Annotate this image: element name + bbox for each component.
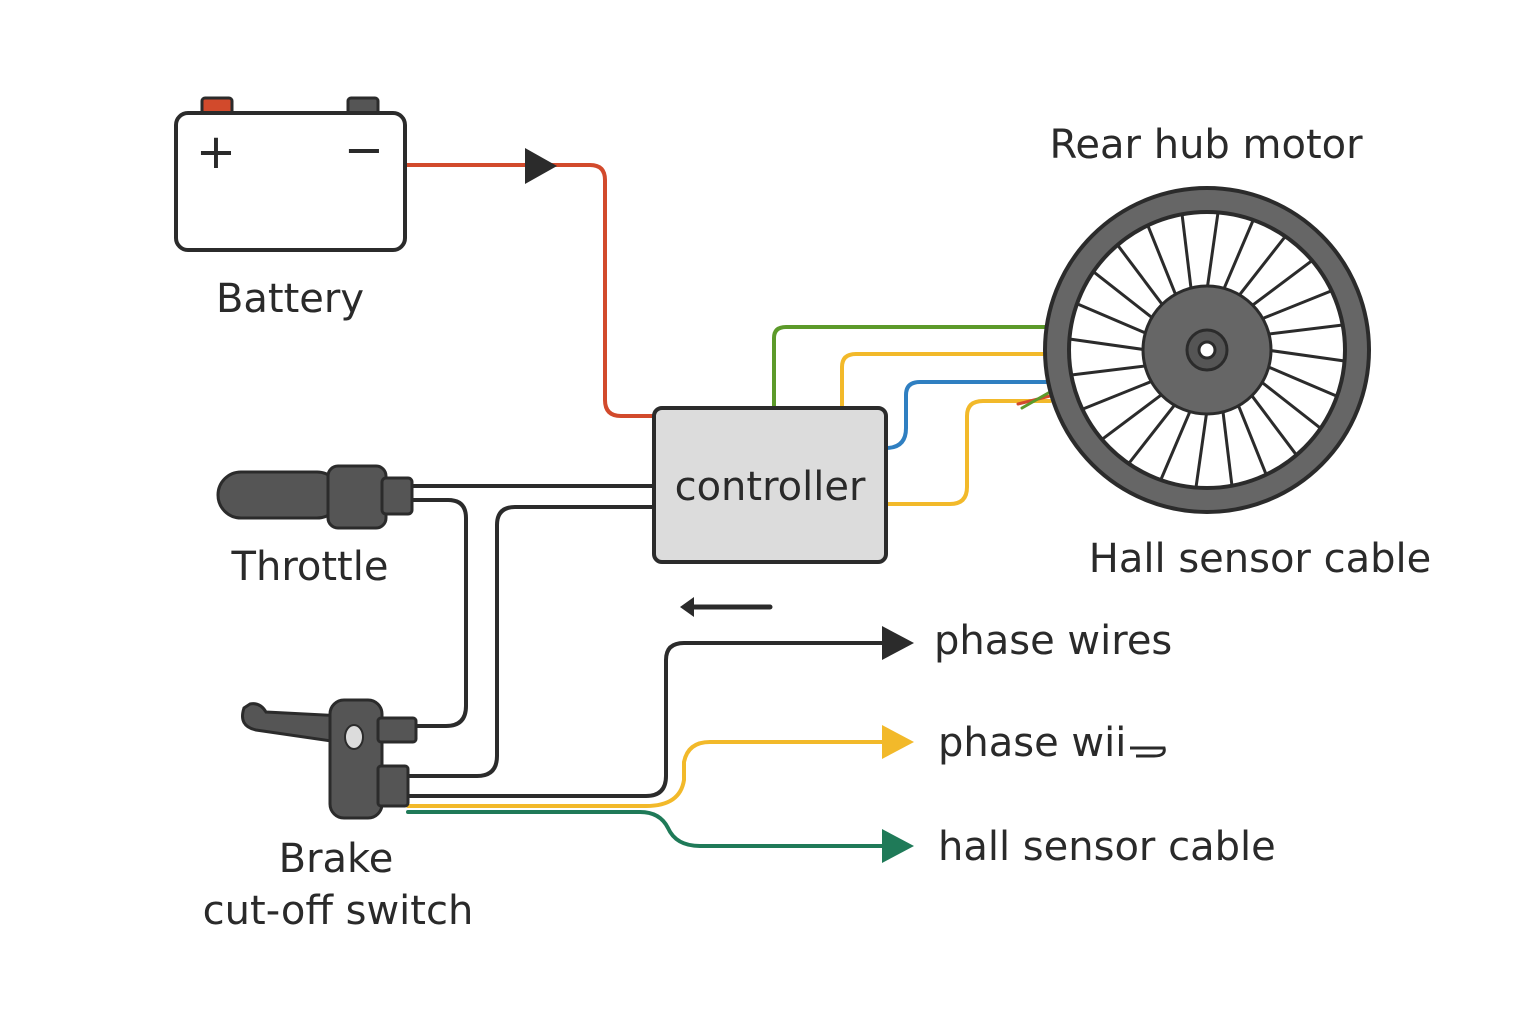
wheel-spoke: [1180, 214, 1193, 293]
wheel-spoke: [1076, 302, 1150, 336]
brake-label-line1: Brake: [279, 836, 394, 882]
arrowheads: [525, 148, 914, 863]
brake-connector-top: [376, 716, 418, 744]
brake-lever-body: [328, 698, 384, 820]
wheel-spoke: [1221, 219, 1255, 293]
controller-body: [652, 406, 888, 564]
phase-output-black: [406, 641, 892, 798]
battery-label: Battery: [216, 276, 364, 322]
wheel-spoke: [1205, 212, 1220, 291]
wheel-spoke: [1071, 364, 1150, 377]
phase-wire-blue: [884, 380, 1050, 450]
power-arrow: [525, 148, 557, 184]
battery-plus-sign: +: [196, 124, 236, 180]
wheel-spokes: [1069, 212, 1345, 488]
wheel-spoke: [1264, 323, 1343, 336]
wheel-spoke: [1258, 378, 1322, 430]
wire-end-green: [1020, 390, 1052, 410]
throttle-connector: [380, 476, 414, 516]
throttle-wire-lower: [408, 498, 468, 728]
wheel-spoke: [1116, 244, 1166, 309]
wheel-spoke: [1235, 401, 1268, 476]
small-left-arrowhead: [680, 597, 694, 617]
hall-wire-green: [772, 325, 1048, 410]
brake-connector-bottom: [376, 764, 410, 808]
throttle-label: Throttle: [231, 544, 389, 590]
battery-minus-sign: −: [344, 122, 384, 178]
controller-label: controller: [675, 464, 866, 510]
arrow-phase-yellow: [882, 725, 914, 759]
wheel-spoke: [1264, 364, 1338, 398]
battery-power-wire: [403, 163, 656, 418]
hall-sensor-cable-label-top: Hall sensor cable: [1089, 536, 1431, 582]
brake-lever-pivot: [344, 724, 364, 750]
wires: [403, 163, 1052, 848]
wheel-spoke: [1081, 378, 1156, 411]
throttle-grip-icon: [216, 464, 414, 530]
throttle-housing: [326, 464, 388, 530]
phase-wire-yellow-upper: [840, 352, 1048, 410]
phase-wires-label-2: phase wii: [938, 720, 1126, 766]
battery-icon: + −: [174, 96, 407, 252]
wheel-spoke: [1069, 337, 1148, 352]
wheel-spoke: [1235, 235, 1287, 299]
brake-wire-controller: [406, 505, 656, 778]
wheel-spoke: [1248, 259, 1313, 309]
wheel-spoke: [1127, 401, 1179, 465]
wheel-spoke: [1146, 224, 1179, 299]
garbled-glyph-mark: [1130, 746, 1166, 758]
wheel-spoke: [1194, 409, 1209, 488]
hall-sensor-cable-label-bottom: hall sensor cable: [938, 824, 1276, 870]
motor-label: Rear hub motor: [1049, 122, 1363, 168]
hall-output-teal: [406, 810, 892, 848]
wheel-axle: [1197, 340, 1217, 360]
wheel-spoke: [1258, 289, 1333, 322]
wheel-spoke: [1092, 270, 1156, 322]
wheel-spoke: [1266, 348, 1345, 363]
wheel-spoke: [1101, 391, 1166, 441]
brake-label-line2: cut-off switch: [203, 888, 474, 934]
wheel-spoke: [1221, 407, 1234, 486]
battery-body: [174, 111, 407, 252]
wheel-spoke: [1159, 407, 1193, 481]
throttle-grip: [216, 470, 342, 520]
controller-box: controller: [652, 406, 888, 564]
arrow-phase-black: [882, 626, 914, 660]
phase-wires-label-1: phase wires: [934, 618, 1172, 664]
brake-lever-icon: [241, 698, 418, 820]
arrow-hall-teal: [882, 829, 914, 863]
hub-motor-wheel-icon: [1043, 186, 1371, 514]
wheel-spoke: [1248, 391, 1298, 456]
phase-output-yellow: [406, 740, 892, 808]
phase-wire-yellow-lower: [884, 399, 1052, 506]
